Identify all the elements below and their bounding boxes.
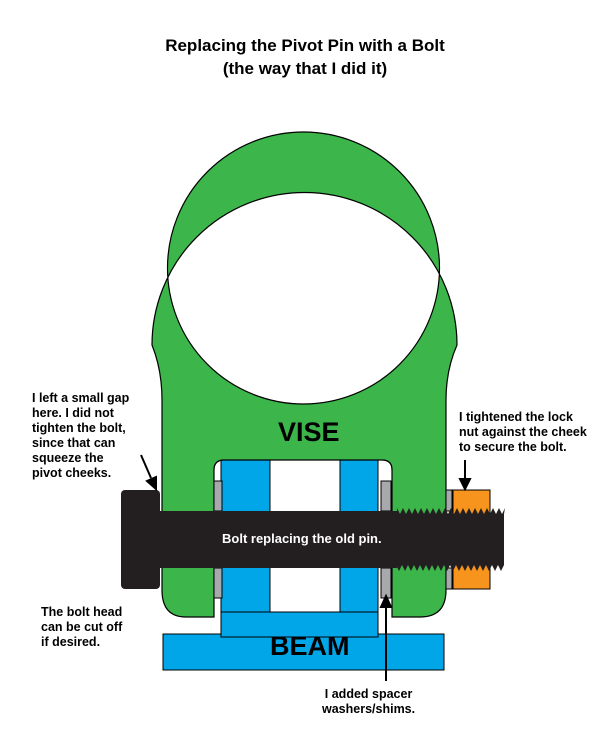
note-line: I tightened the lock xyxy=(459,410,573,424)
beam-label: BEAM xyxy=(270,631,350,661)
page-subtitle: (the way that I did it) xyxy=(222,59,388,78)
washer-outer-upper xyxy=(445,489,453,512)
washer-outer-lower xyxy=(445,567,453,590)
pointer-arrows xyxy=(140,454,472,681)
note-line: to secure the bolt. xyxy=(459,440,567,454)
vise-label: VISE xyxy=(278,417,340,447)
bolt-head xyxy=(121,490,160,589)
note-bolthead: The bolt head can be cut off if desired. xyxy=(41,605,122,650)
note-line: squeeze the xyxy=(32,451,104,465)
note-line: nut against the cheek xyxy=(459,425,587,439)
bolt-shank xyxy=(155,511,397,568)
washer-right-lower xyxy=(380,567,392,599)
washer-left-upper xyxy=(213,480,223,512)
bolt-thread xyxy=(396,508,505,571)
washer-left-lower xyxy=(213,567,223,599)
page-title: Replacing the Pivot Pin with a Bolt xyxy=(165,36,445,55)
note-spacers: I added spacer washers/shims. xyxy=(322,687,415,717)
vise-shape xyxy=(151,131,458,618)
bolt-label: Bolt replacing the old pin. xyxy=(222,531,382,546)
note-line: can be cut off xyxy=(41,620,123,634)
note-line: washers/shims. xyxy=(322,702,416,716)
note-line: The bolt head xyxy=(41,605,123,619)
note-locknut: I tightened the lock nut against the che… xyxy=(459,410,587,455)
note-line: pivot cheeks. xyxy=(32,466,112,480)
note-gap: I left a small gap here. I did not tight… xyxy=(32,391,129,481)
note-line: here. I did not xyxy=(32,406,114,420)
note-line: I left a small gap xyxy=(32,391,130,405)
note-line: I added spacer xyxy=(324,687,413,701)
washer-right-upper xyxy=(380,480,392,512)
note-line: if desired. xyxy=(41,635,101,649)
note-line: since that can xyxy=(32,436,116,450)
note-line: tighten the bolt, xyxy=(32,421,126,435)
bolt-shape xyxy=(121,490,505,589)
